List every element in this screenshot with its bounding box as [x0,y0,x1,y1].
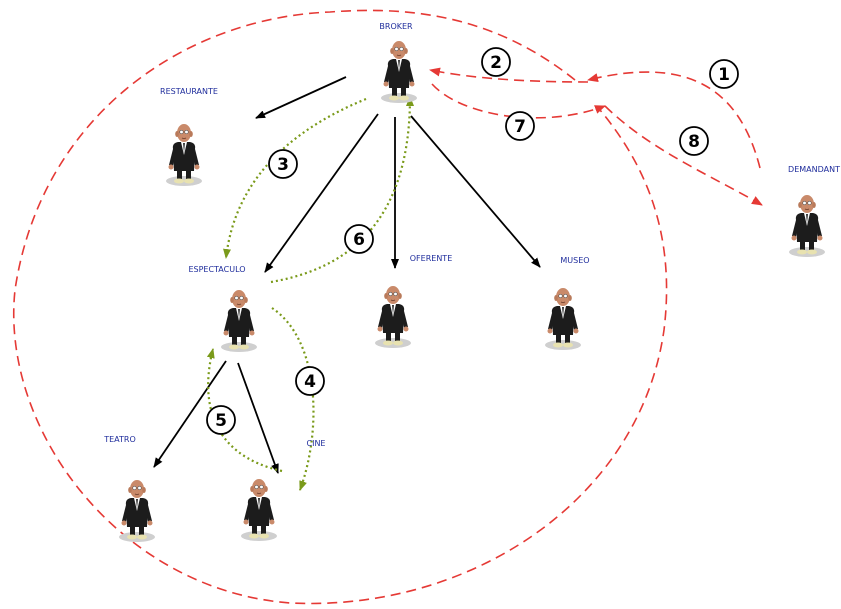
agent-label-restaurante: RESTAURANTE [160,87,218,96]
agent-figure-icon [240,478,278,542]
agent-teatro: TEATRO [103,435,156,543]
agent-espectaculo: ESPECTACULO [188,265,258,353]
step-5: 5 [206,405,236,435]
agent-cine: CINE [240,439,326,542]
agent-museo: MUSEO [544,256,590,351]
arrow-espectaculo-cine [237,362,279,474]
step-number: 6 [353,230,365,250]
arrow-step-6 [270,96,414,284]
agent-demandant: DEMANDANT [788,165,840,258]
agent-label-broker: BROKER [379,22,413,31]
agent-label-oferente: OFERENTE [410,254,453,263]
agent-figure-icon [220,289,258,353]
platform-boundary [13,9,668,605]
agent-restaurante: RESTAURANTE [160,87,218,187]
step-number: 8 [688,132,700,152]
agent-label-demandant: DEMANDANT [788,165,840,174]
agent-figure-icon [165,123,203,187]
step-number: 2 [490,53,502,73]
arrow-broker-restaurante [255,76,347,119]
agent-label-teatro: TEATRO [103,435,136,444]
step-8: 8 [679,126,709,156]
arrow-step-4 [271,307,315,491]
step-2: 2 [481,47,511,77]
step-number: 4 [304,372,316,392]
agent-broker: BROKER [379,22,418,104]
step-1: 1 [709,59,739,89]
step-3: 3 [268,149,298,179]
arrow-step-1 [587,71,761,169]
agent-figure-icon [788,194,826,258]
step-4: 4 [295,366,325,396]
agent-figure-icon [380,40,418,104]
step-number: 5 [215,411,227,431]
agent-figure-icon [118,479,156,543]
agent-label-cine: CINE [307,439,326,448]
agent-label-museo: MUSEO [560,256,589,265]
agent-figure-icon [374,285,412,349]
step-7: 7 [505,111,535,141]
agent-label-espectaculo: ESPECTACULO [188,265,245,274]
arrow-broker-museo [410,115,541,268]
arrow-step-7 [431,83,606,119]
arrow-espectaculo-teatro [153,360,227,468]
agent-oferente: OFERENTE [374,254,453,349]
arrow-step-8 [604,105,763,206]
arrow-broker-espectaculo [264,113,379,273]
step-number: 7 [514,117,526,137]
arrow-step-2 [429,67,589,83]
arrow-step-3 [223,97,367,259]
step-number: 3 [277,155,289,175]
step-number: 1 [718,65,730,85]
step-6: 6 [344,224,374,254]
agent-figure-icon [544,287,582,351]
